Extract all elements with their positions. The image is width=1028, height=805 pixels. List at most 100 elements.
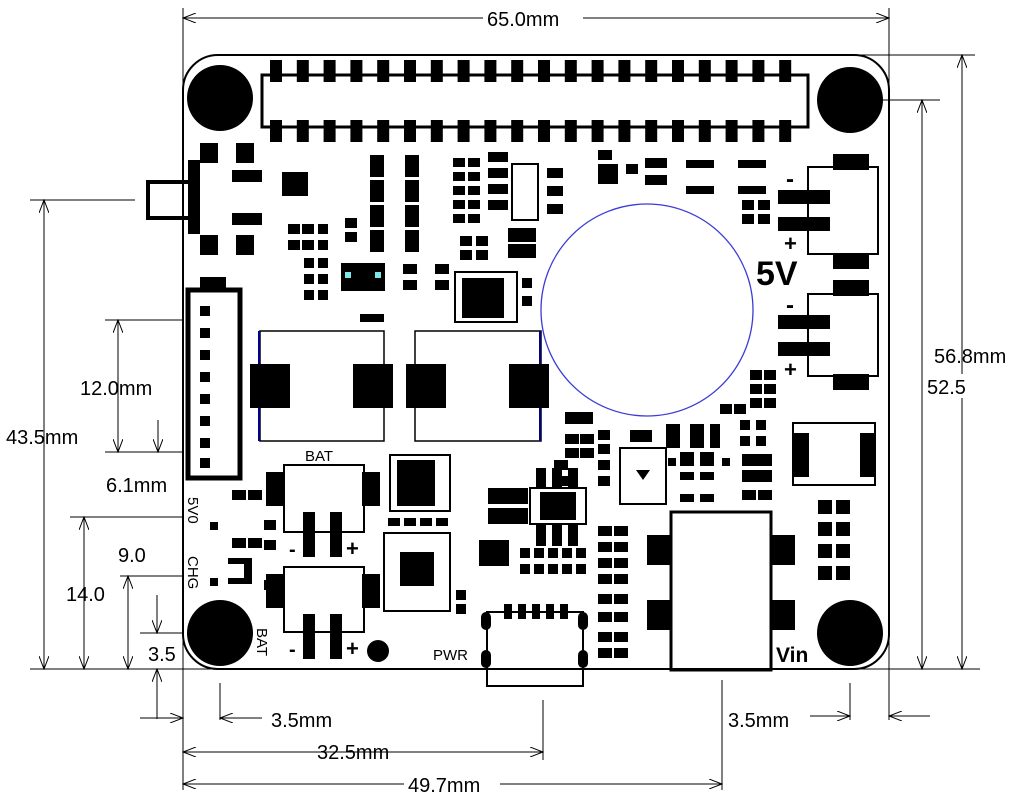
inductor — [792, 422, 876, 486]
smd-part — [568, 524, 578, 546]
smd-part — [598, 574, 612, 584]
smd-part — [453, 214, 465, 223]
smd-part — [318, 290, 328, 300]
smd-part — [836, 544, 850, 558]
smd-part — [764, 384, 776, 394]
output-connector-bottom — [778, 280, 879, 390]
smd-part — [248, 538, 262, 548]
smd-part — [734, 404, 746, 414]
header-pin — [270, 60, 282, 82]
header-pin — [484, 60, 497, 82]
smd-part — [758, 200, 770, 210]
smd-part — [742, 470, 772, 482]
dim-hole-right: 3.5mm — [728, 710, 789, 732]
smd-part — [403, 280, 417, 290]
smd-part — [700, 452, 714, 466]
smd-part — [668, 458, 676, 466]
smd-part — [435, 264, 449, 274]
smd-part — [232, 538, 246, 548]
smd-part — [580, 448, 594, 458]
side-connector — [185, 277, 243, 481]
smd-part — [520, 548, 530, 558]
header-pin — [591, 60, 604, 82]
smd-part — [370, 230, 384, 252]
smd-part — [522, 278, 532, 288]
header-pin — [564, 120, 577, 142]
smd-part — [598, 150, 612, 160]
label-minus-bat-top: - — [289, 539, 296, 561]
smd-part — [598, 542, 612, 552]
label-bat-top: BAT — [305, 448, 333, 465]
smd-part — [405, 180, 419, 202]
battery-contact-pads — [250, 364, 549, 408]
battery-connector-top — [266, 464, 380, 557]
smd-part — [742, 200, 754, 210]
mounting-hole-bottom-right — [817, 600, 883, 666]
dim-led-offset-b: 14.0 — [66, 584, 105, 606]
smd-part — [700, 472, 714, 480]
dim-edge-offset: 3.5 — [148, 644, 176, 666]
smd-part — [304, 258, 314, 268]
smd-part — [468, 172, 480, 181]
smd-part — [742, 454, 772, 466]
label-chg: CHG — [184, 556, 201, 589]
smd-part — [548, 564, 558, 574]
smd-part — [288, 224, 300, 234]
label-5v: 5V — [756, 255, 798, 293]
mounting-hole-top-left — [187, 65, 253, 131]
header-pin — [725, 120, 738, 142]
smd-part — [562, 548, 572, 558]
smd-part — [645, 175, 667, 185]
smd-part — [710, 424, 720, 448]
header-pin — [618, 120, 631, 142]
dim-connector-span: 12.0mm — [80, 378, 152, 400]
dim-hole-left: 3.5mm — [271, 710, 332, 732]
header-pin — [323, 120, 336, 142]
smd-part — [750, 384, 762, 394]
smd-part — [614, 632, 628, 642]
smd-part — [536, 468, 546, 488]
smd-part — [686, 160, 714, 168]
header-pin — [430, 60, 443, 82]
smd-part — [598, 594, 612, 604]
smd-part — [565, 448, 579, 458]
smd-part — [456, 604, 466, 614]
smd-part — [508, 228, 536, 242]
smd-part — [818, 522, 832, 536]
smd-part — [548, 548, 558, 558]
smd-part — [522, 296, 532, 306]
header-pin — [457, 60, 470, 82]
header-pin — [538, 60, 550, 82]
header-pin — [350, 60, 363, 82]
smd-part — [836, 566, 850, 580]
smd-part — [598, 612, 612, 622]
label-plus-bat-top: + — [346, 536, 359, 561]
smd-part — [562, 564, 572, 574]
ic-chips — [341, 163, 667, 612]
smd-part — [598, 648, 612, 658]
battery-connector-bottom — [266, 566, 380, 659]
smd-components — [210, 150, 850, 658]
dim-vin-center: 49.7mm — [408, 775, 480, 797]
dim-height-outer: 56.8mm — [934, 346, 1006, 368]
smd-part — [453, 186, 465, 195]
header-pin — [296, 120, 309, 142]
smd-part — [742, 490, 756, 500]
smd-part — [738, 160, 766, 168]
smd-part — [360, 314, 384, 322]
smd-part — [630, 430, 652, 442]
smd-part — [488, 168, 508, 178]
smd-part — [576, 548, 586, 558]
smd-part — [476, 236, 488, 246]
smd-part — [508, 508, 528, 524]
smd-part — [580, 434, 594, 444]
smd-part — [680, 452, 694, 466]
smd-part — [598, 460, 610, 470]
header-pin — [511, 60, 524, 82]
smd-part — [742, 214, 754, 224]
header-pin — [591, 120, 604, 142]
smd-part — [818, 500, 832, 514]
smd-part — [598, 558, 612, 568]
header-pin — [725, 60, 738, 82]
